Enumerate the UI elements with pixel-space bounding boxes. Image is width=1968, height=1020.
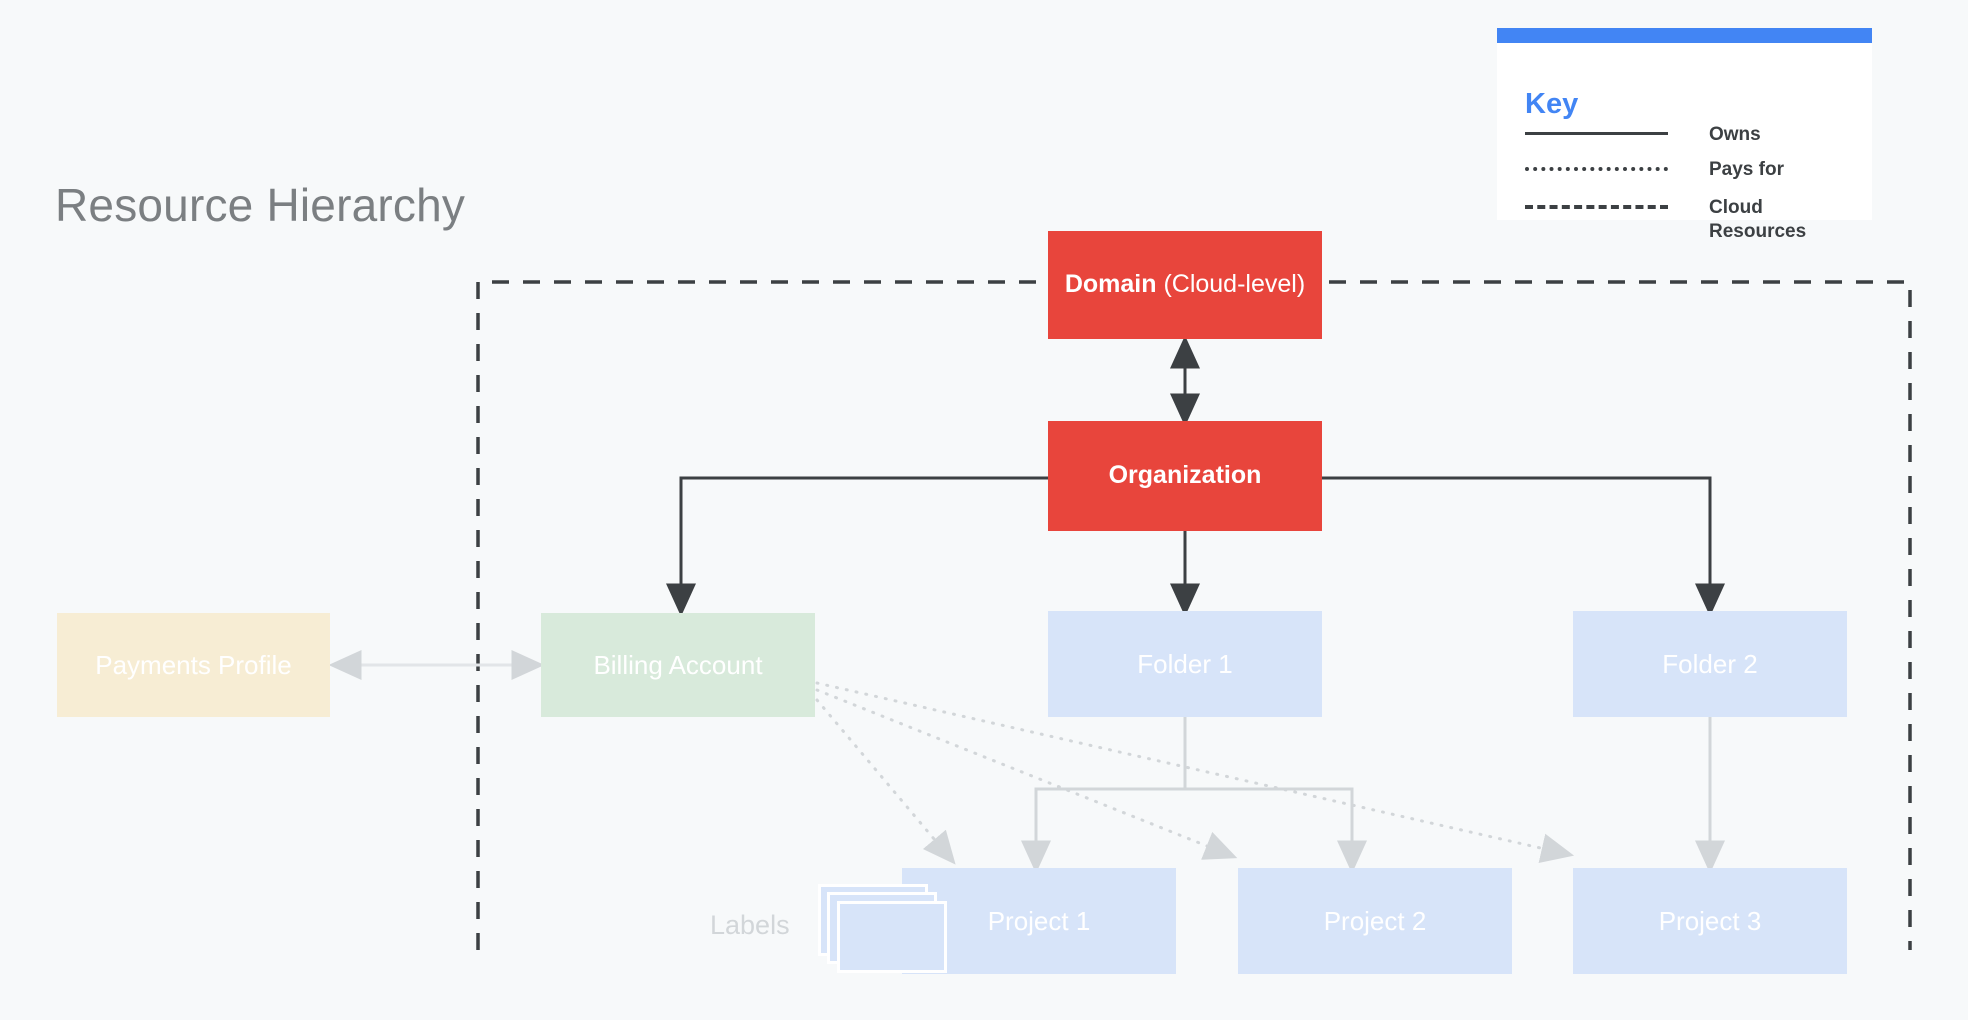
node-project-3-label: Project 3 [1658, 905, 1762, 936]
connector-folder1-project1 [1021, 717, 1187, 874]
node-payments-profile[interactable]: Payments Profile [57, 613, 330, 717]
node-project-1[interactable]: Project 1 [902, 868, 1176, 974]
node-billing-account[interactable]: Billing Account [541, 613, 815, 717]
key-label-pays-for: Pays for [1709, 159, 1784, 180]
connector-organization-folder2 [1322, 476, 1725, 617]
node-project-2[interactable]: Project 2 [1238, 868, 1512, 974]
key-title: Key [1525, 88, 1579, 120]
key-row-cloud-resources: Cloud Resources [1525, 196, 1855, 244]
node-folder-2-label: Folder 2 [1662, 648, 1758, 679]
node-domain-label-bold: Domain [1064, 270, 1157, 299]
connector-folder1-project2 [1183, 717, 1367, 874]
connector-billing-project1 [815, 698, 956, 865]
node-organization[interactable]: Organization [1048, 421, 1322, 531]
key-row-pays-for: Pays for [1525, 158, 1855, 182]
node-folder-1-label: Folder 1 [1137, 648, 1233, 679]
node-payments-profile-label: Payments Profile [95, 649, 292, 680]
node-folder-2[interactable]: Folder 2 [1573, 611, 1847, 717]
connector-organization-billing [666, 476, 1048, 617]
label-card-front [837, 901, 947, 973]
page-title: Resource Hierarchy [55, 179, 466, 231]
key-label-owns: Owns [1709, 124, 1761, 145]
node-folder-1[interactable]: Folder 1 [1048, 611, 1322, 717]
labels-stack-icon[interactable] [818, 884, 948, 974]
node-domain[interactable]: Domain (Cloud-level) [1048, 231, 1322, 339]
key-header-bar [1497, 28, 1872, 43]
solid-line-swatch-icon [1525, 132, 1668, 135]
node-project-1-label: Project 1 [987, 905, 1091, 936]
dotted-line-swatch-icon [1525, 167, 1668, 171]
node-organization-label: Organization [1108, 461, 1262, 490]
node-domain-label-light: (Cloud-level) [1156, 270, 1306, 299]
key-label-cloud-resources: Cloud Resources [1709, 197, 1807, 242]
node-project-3[interactable]: Project 3 [1573, 868, 1847, 974]
node-project-2-label: Project 2 [1323, 905, 1427, 936]
node-billing-account-label: Billing Account [593, 649, 763, 680]
key-row-owns: Owns [1525, 123, 1855, 147]
labels-caption: Labels [710, 910, 790, 940]
key-legend-card: Key Owns Pays for Cloud Resources [1497, 28, 1872, 242]
dashed-line-swatch-icon [1525, 205, 1668, 209]
